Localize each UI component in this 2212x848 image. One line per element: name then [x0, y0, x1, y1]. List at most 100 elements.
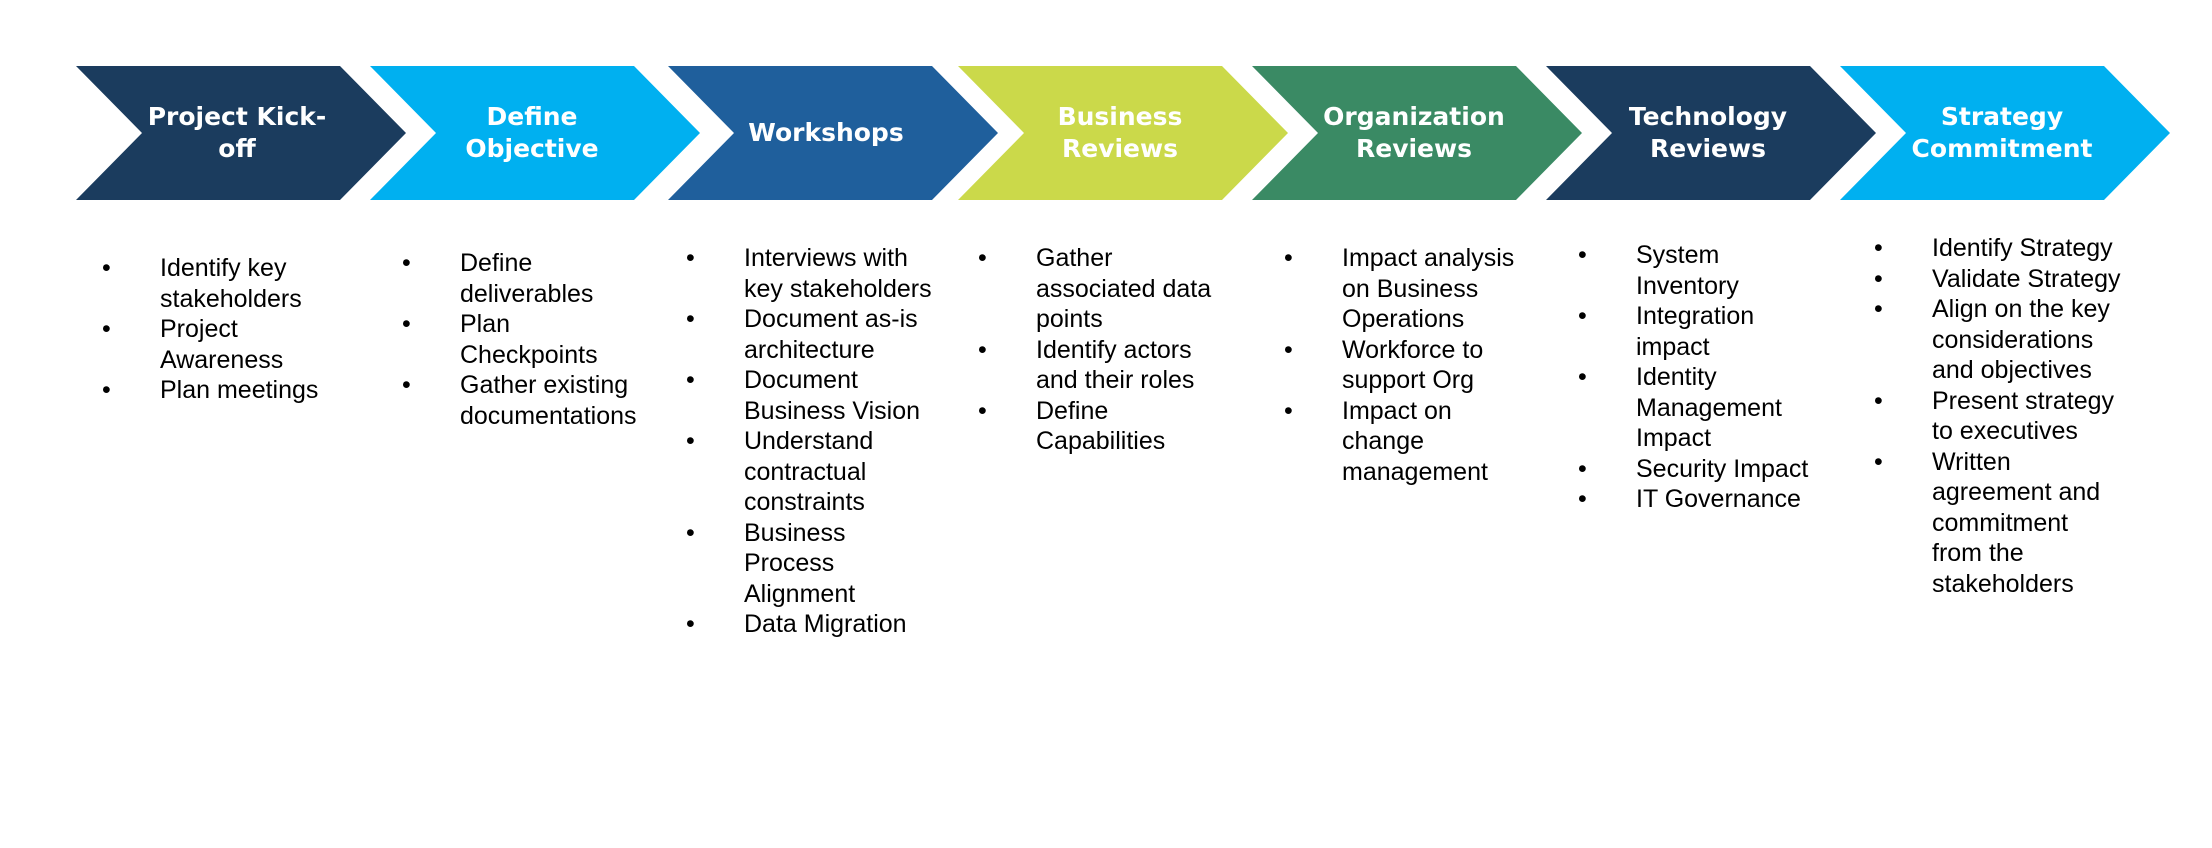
- stage-2-item: • Gather existing documentations: [402, 370, 642, 431]
- stage-2-item-text: Plan Checkpoints: [460, 310, 598, 369]
- stage-1-item-text: Identify key stakeholders: [160, 254, 302, 313]
- bullet-icon: •: [1578, 454, 1587, 483]
- stage-7-item: • Identify Strategy: [1874, 233, 2124, 264]
- bullet-icon: •: [686, 366, 695, 394]
- stage-6-item: • Integration impact: [1578, 301, 1828, 362]
- stage-3-item-text: Interviews with key stakeholders: [744, 244, 932, 303]
- stage-5-title-text: Organization Reviews: [1323, 102, 1505, 163]
- bullet-icon: •: [686, 427, 695, 455]
- bullet-icon: •: [402, 310, 411, 338]
- stage-4-item-text: Gather associated data points: [1036, 244, 1212, 333]
- stage-6-item-text: System Inventory: [1636, 241, 1739, 300]
- bullet-icon: •: [1284, 244, 1293, 272]
- stage-6-item-text: Security Impact: [1636, 454, 1809, 483]
- stage-1-item-text: Plan meetings: [160, 376, 319, 404]
- stage-1-list: • Identify key stakeholders • Project Aware…: [102, 253, 342, 406]
- stage-6-item-text: IT Governance: [1636, 485, 1801, 513]
- stage-2-item-text: Define deliverables: [460, 249, 594, 308]
- stage-7-item-text: Align on the key considerations and obje…: [1932, 295, 2110, 384]
- bullet-icon: •: [1578, 363, 1587, 391]
- stage-2-list: • Define deliverables • Plan Checkpoints • Ga…: [402, 248, 642, 431]
- stage-3-item-text: Document Business Vision: [744, 366, 921, 425]
- stage-4-item-text: Define Capabilities: [1036, 396, 1166, 456]
- bullet-icon: •: [978, 396, 987, 425]
- stage-3-item-text: Document as-is architecture: [744, 305, 918, 364]
- stage-4-item: • Gather associated data points: [978, 243, 1228, 335]
- bullet-icon: •: [1874, 386, 1883, 415]
- stage-2-item: • Define deliverables: [402, 248, 642, 309]
- stage-3-title: Workshops: [731, 66, 921, 200]
- stage-5-item: • Impact on change management: [1284, 396, 1534, 488]
- bullet-icon: •: [1578, 241, 1587, 269]
- stage-7-item-text: Validate Strategy: [1932, 264, 2121, 293]
- stage-7-item: • Written agreement and commitment from t…: [1874, 447, 2124, 600]
- stage-4-item: • Define Capabilities: [978, 396, 1228, 457]
- stage-1-item: • Project Awareness: [102, 314, 342, 375]
- stage-6-list: • System Inventory • Integration impact • Ide…: [1578, 240, 1828, 515]
- stage-4-item-text: Identify actors and their roles: [1036, 335, 1195, 395]
- stage-7-item: • Align on the key considerations and obj…: [1874, 294, 2124, 386]
- bullet-icon: •: [978, 335, 987, 364]
- stage-3-item-text: Understand contractual constraints: [744, 427, 874, 516]
- stage-7-item: • Validate Strategy: [1874, 264, 2124, 295]
- bullet-icon: •: [1284, 396, 1293, 425]
- stage-6-item-text: Integration impact: [1636, 302, 1755, 361]
- bullet-icon: •: [1284, 335, 1293, 364]
- bullet-icon: •: [1874, 264, 1883, 293]
- stage-1-title: Project Kick-off: [142, 66, 332, 200]
- bullet-icon: •: [402, 371, 411, 399]
- stage-4-item: • Identify actors and their roles: [978, 335, 1228, 396]
- stage-7-list: • Identify Strategy • Validate Strategy • Ali…: [1874, 233, 2124, 599]
- stage-3-item-text: Business Process Alignment: [744, 518, 856, 608]
- bullet-icon: •: [686, 244, 695, 272]
- stage-7-item-text: Present strategy to executives: [1932, 386, 2115, 446]
- stage-5-title: Organization Reviews: [1319, 66, 1509, 200]
- stage-2-title-text: Define Objective: [465, 102, 599, 163]
- stage-6-item-text: Identity Management Impact: [1636, 363, 1782, 452]
- stage-6-title: Technology Reviews: [1613, 66, 1803, 200]
- stage-6-item: • Identity Management Impact: [1578, 362, 1828, 454]
- stage-6-item: • IT Governance: [1578, 484, 1828, 515]
- stage-3-item: • Document Business Vision: [686, 365, 936, 426]
- bullet-icon: •: [102, 254, 111, 282]
- bullet-icon: •: [1578, 302, 1587, 330]
- stage-6-title-text: Technology Reviews: [1628, 102, 1788, 163]
- stage-4-list: • Gather associated data points • Identify …: [978, 243, 1228, 457]
- stage-1-item-text: Project Awareness: [160, 315, 284, 374]
- stage-3-item: • Understand contractual constraints: [686, 426, 936, 518]
- stage-1-title-text: Project Kick-off: [147, 102, 327, 163]
- bullet-icon: •: [978, 244, 987, 272]
- stage-1-item: • Identify key stakeholders: [102, 253, 342, 314]
- stage-5-item-text: Impact on change management: [1342, 396, 1488, 486]
- stage-2-item: • Plan Checkpoints: [402, 309, 642, 370]
- stage-6-item: • System Inventory: [1578, 240, 1828, 301]
- stage-4-title-text: Business Reviews: [1057, 102, 1183, 163]
- bullet-icon: •: [402, 249, 411, 277]
- stage-7-item: • Present strategy to executives: [1874, 386, 2124, 447]
- stage-7-title-text: Strategy Commitment: [1911, 102, 2093, 163]
- stage-2-title: Define Objective: [437, 66, 627, 200]
- stage-1-item: • Plan meetings: [102, 375, 342, 406]
- bullet-icon: •: [102, 376, 111, 404]
- stage-2-item-text: Gather existing documentations: [460, 371, 637, 430]
- stage-3-item: • Business Process Alignment: [686, 518, 936, 610]
- bullet-icon: •: [686, 305, 695, 333]
- bullet-icon: •: [102, 315, 111, 343]
- bullet-icon: •: [686, 518, 695, 547]
- stage-3-item: • Document as-is architecture: [686, 304, 936, 365]
- bullet-icon: •: [1874, 447, 1883, 476]
- stage-3-title-text: Workshops: [748, 118, 904, 147]
- stage-7-item-text: Identify Strategy: [1932, 234, 2113, 262]
- stage-5-list: •Impact analysis on Business Operations•…: [1284, 243, 1534, 487]
- stage-5-item-text: Impact analysis on Business Operations: [1342, 244, 1515, 333]
- bullet-icon: •: [1874, 295, 1883, 323]
- bullet-icon: •: [1874, 234, 1883, 262]
- stage-7-item-text: Written agreement and commitment from th…: [1932, 447, 2101, 598]
- bullet-icon: •: [686, 610, 695, 638]
- stage-5-item: • Impact analysis on Business Operations: [1284, 243, 1534, 335]
- stage-3-item: • Data Migration: [686, 609, 936, 640]
- stage-5-item-text: Workforce to support Org: [1342, 335, 1484, 395]
- bullet-icon: •: [1578, 485, 1587, 513]
- stage-4-title: Business Reviews: [1025, 66, 1215, 200]
- stage-3-item-text: Data Migration: [744, 610, 907, 638]
